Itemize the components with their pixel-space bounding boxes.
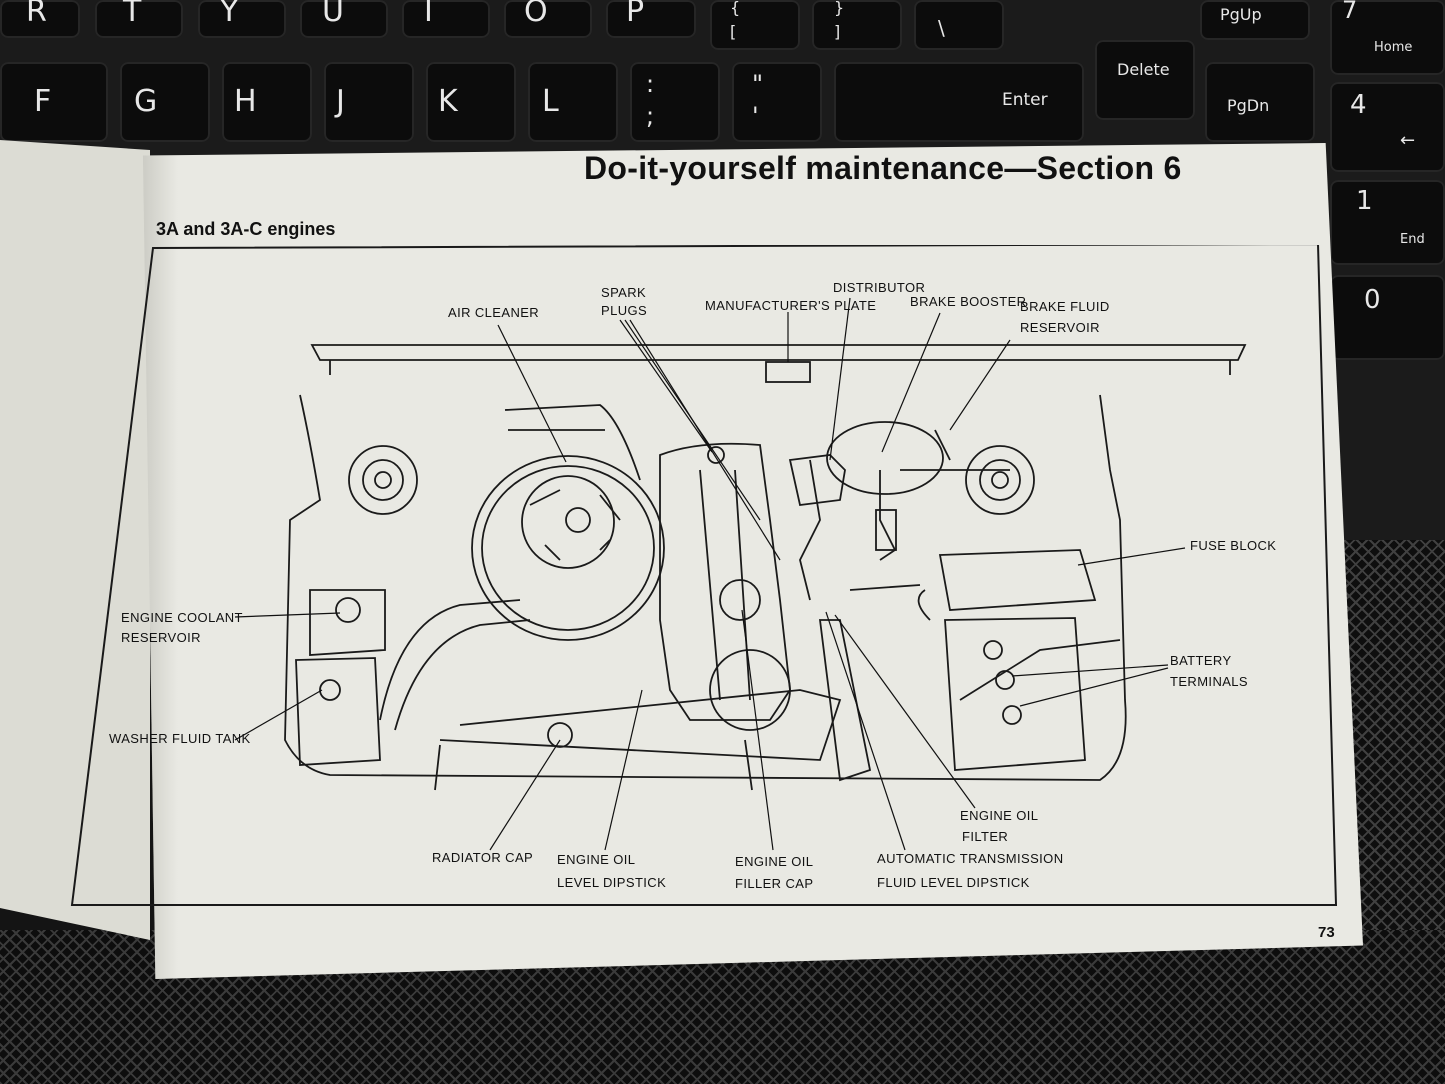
- label-spark-plugs-1: SPARK: [601, 285, 647, 300]
- engine-diagram: [70, 245, 1338, 906]
- label-coolant-1: ENGINE COOLANT: [121, 610, 243, 625]
- label-distributor: DISTRIBUTOR: [833, 280, 926, 295]
- key-num0[interactable]: 0: [1330, 275, 1445, 360]
- key-bracket-right[interactable]: } ]: [812, 0, 902, 50]
- key-delete[interactable]: Delete: [1095, 40, 1195, 120]
- label-atf-1: AUTOMATIC TRANSMISSION: [877, 851, 1064, 866]
- label-oil-filter-2: FILTER: [962, 829, 1009, 844]
- left-page: [0, 140, 150, 940]
- label-air-cleaner: AIR CLEANER: [448, 305, 540, 320]
- key-u[interactable]: U: [300, 0, 388, 38]
- key-r[interactable]: R: [0, 0, 80, 38]
- key-g[interactable]: G: [120, 62, 210, 142]
- label-radiator-cap: RADIATOR CAP: [432, 850, 534, 865]
- key-backslash[interactable]: \: [914, 0, 1004, 50]
- key-o[interactable]: O: [504, 0, 592, 38]
- label-fuse-block: FUSE BLOCK: [1190, 538, 1277, 553]
- key-num1[interactable]: 1 End: [1330, 180, 1445, 265]
- label-manufacturers-plate: MANUFACTURER'S PLATE: [705, 298, 877, 313]
- label-atf-2: FLUID LEVEL DIPSTICK: [877, 875, 1030, 890]
- key-y[interactable]: Y: [198, 0, 286, 38]
- key-num7[interactable]: 7 Home: [1330, 0, 1445, 75]
- label-dipstick-2: LEVEL DIPSTICK: [557, 875, 667, 890]
- engine-subtitle: 3A and 3A-C engines: [156, 219, 336, 239]
- label-filler-cap-1: ENGINE OIL: [735, 854, 814, 869]
- key-f[interactable]: F: [0, 62, 108, 142]
- label-oil-filter-1: ENGINE OIL: [960, 808, 1039, 823]
- label-brake-booster: BRAKE BOOSTER: [910, 294, 1027, 309]
- label-dipstick-1: ENGINE OIL: [557, 852, 636, 867]
- section-title: Do-it-yourself maintenance—Section 6: [584, 150, 1182, 186]
- key-enter[interactable]: Enter: [834, 62, 1084, 142]
- label-brake-fluid-2: RESERVOIR: [1020, 320, 1100, 335]
- key-k[interactable]: K: [426, 62, 516, 142]
- manual-page: [142, 143, 1363, 979]
- key-pgdn[interactable]: PgDn: [1205, 62, 1315, 142]
- key-l[interactable]: L: [528, 62, 618, 142]
- key-pgup[interactable]: PgUp: [1200, 0, 1310, 40]
- label-filler-cap-2: FILLER CAP: [735, 876, 814, 891]
- key-t[interactable]: T: [95, 0, 183, 38]
- key-semicolon[interactable]: : ;: [630, 62, 720, 142]
- arrow-left-icon: ←: [1400, 130, 1416, 151]
- label-washer-tank: WASHER FLUID TANK: [109, 731, 251, 746]
- label-battery-1: BATTERY: [1170, 653, 1232, 668]
- label-battery-2: TERMINALS: [1170, 674, 1249, 689]
- label-coolant-2: RESERVOIR: [121, 630, 201, 645]
- key-num4[interactable]: 4 ←: [1330, 82, 1445, 172]
- label-brake-fluid-1: BRAKE FLUID: [1020, 299, 1110, 314]
- label-spark-plugs-2: PLUGS: [601, 303, 648, 318]
- key-h[interactable]: H: [222, 62, 312, 142]
- key-p[interactable]: P: [606, 0, 696, 38]
- key-i[interactable]: I: [402, 0, 490, 38]
- key-j[interactable]: J: [324, 62, 414, 142]
- key-quote[interactable]: " ': [732, 62, 822, 142]
- page-number: 73: [1318, 924, 1335, 941]
- key-bracket-left[interactable]: { [: [710, 0, 800, 50]
